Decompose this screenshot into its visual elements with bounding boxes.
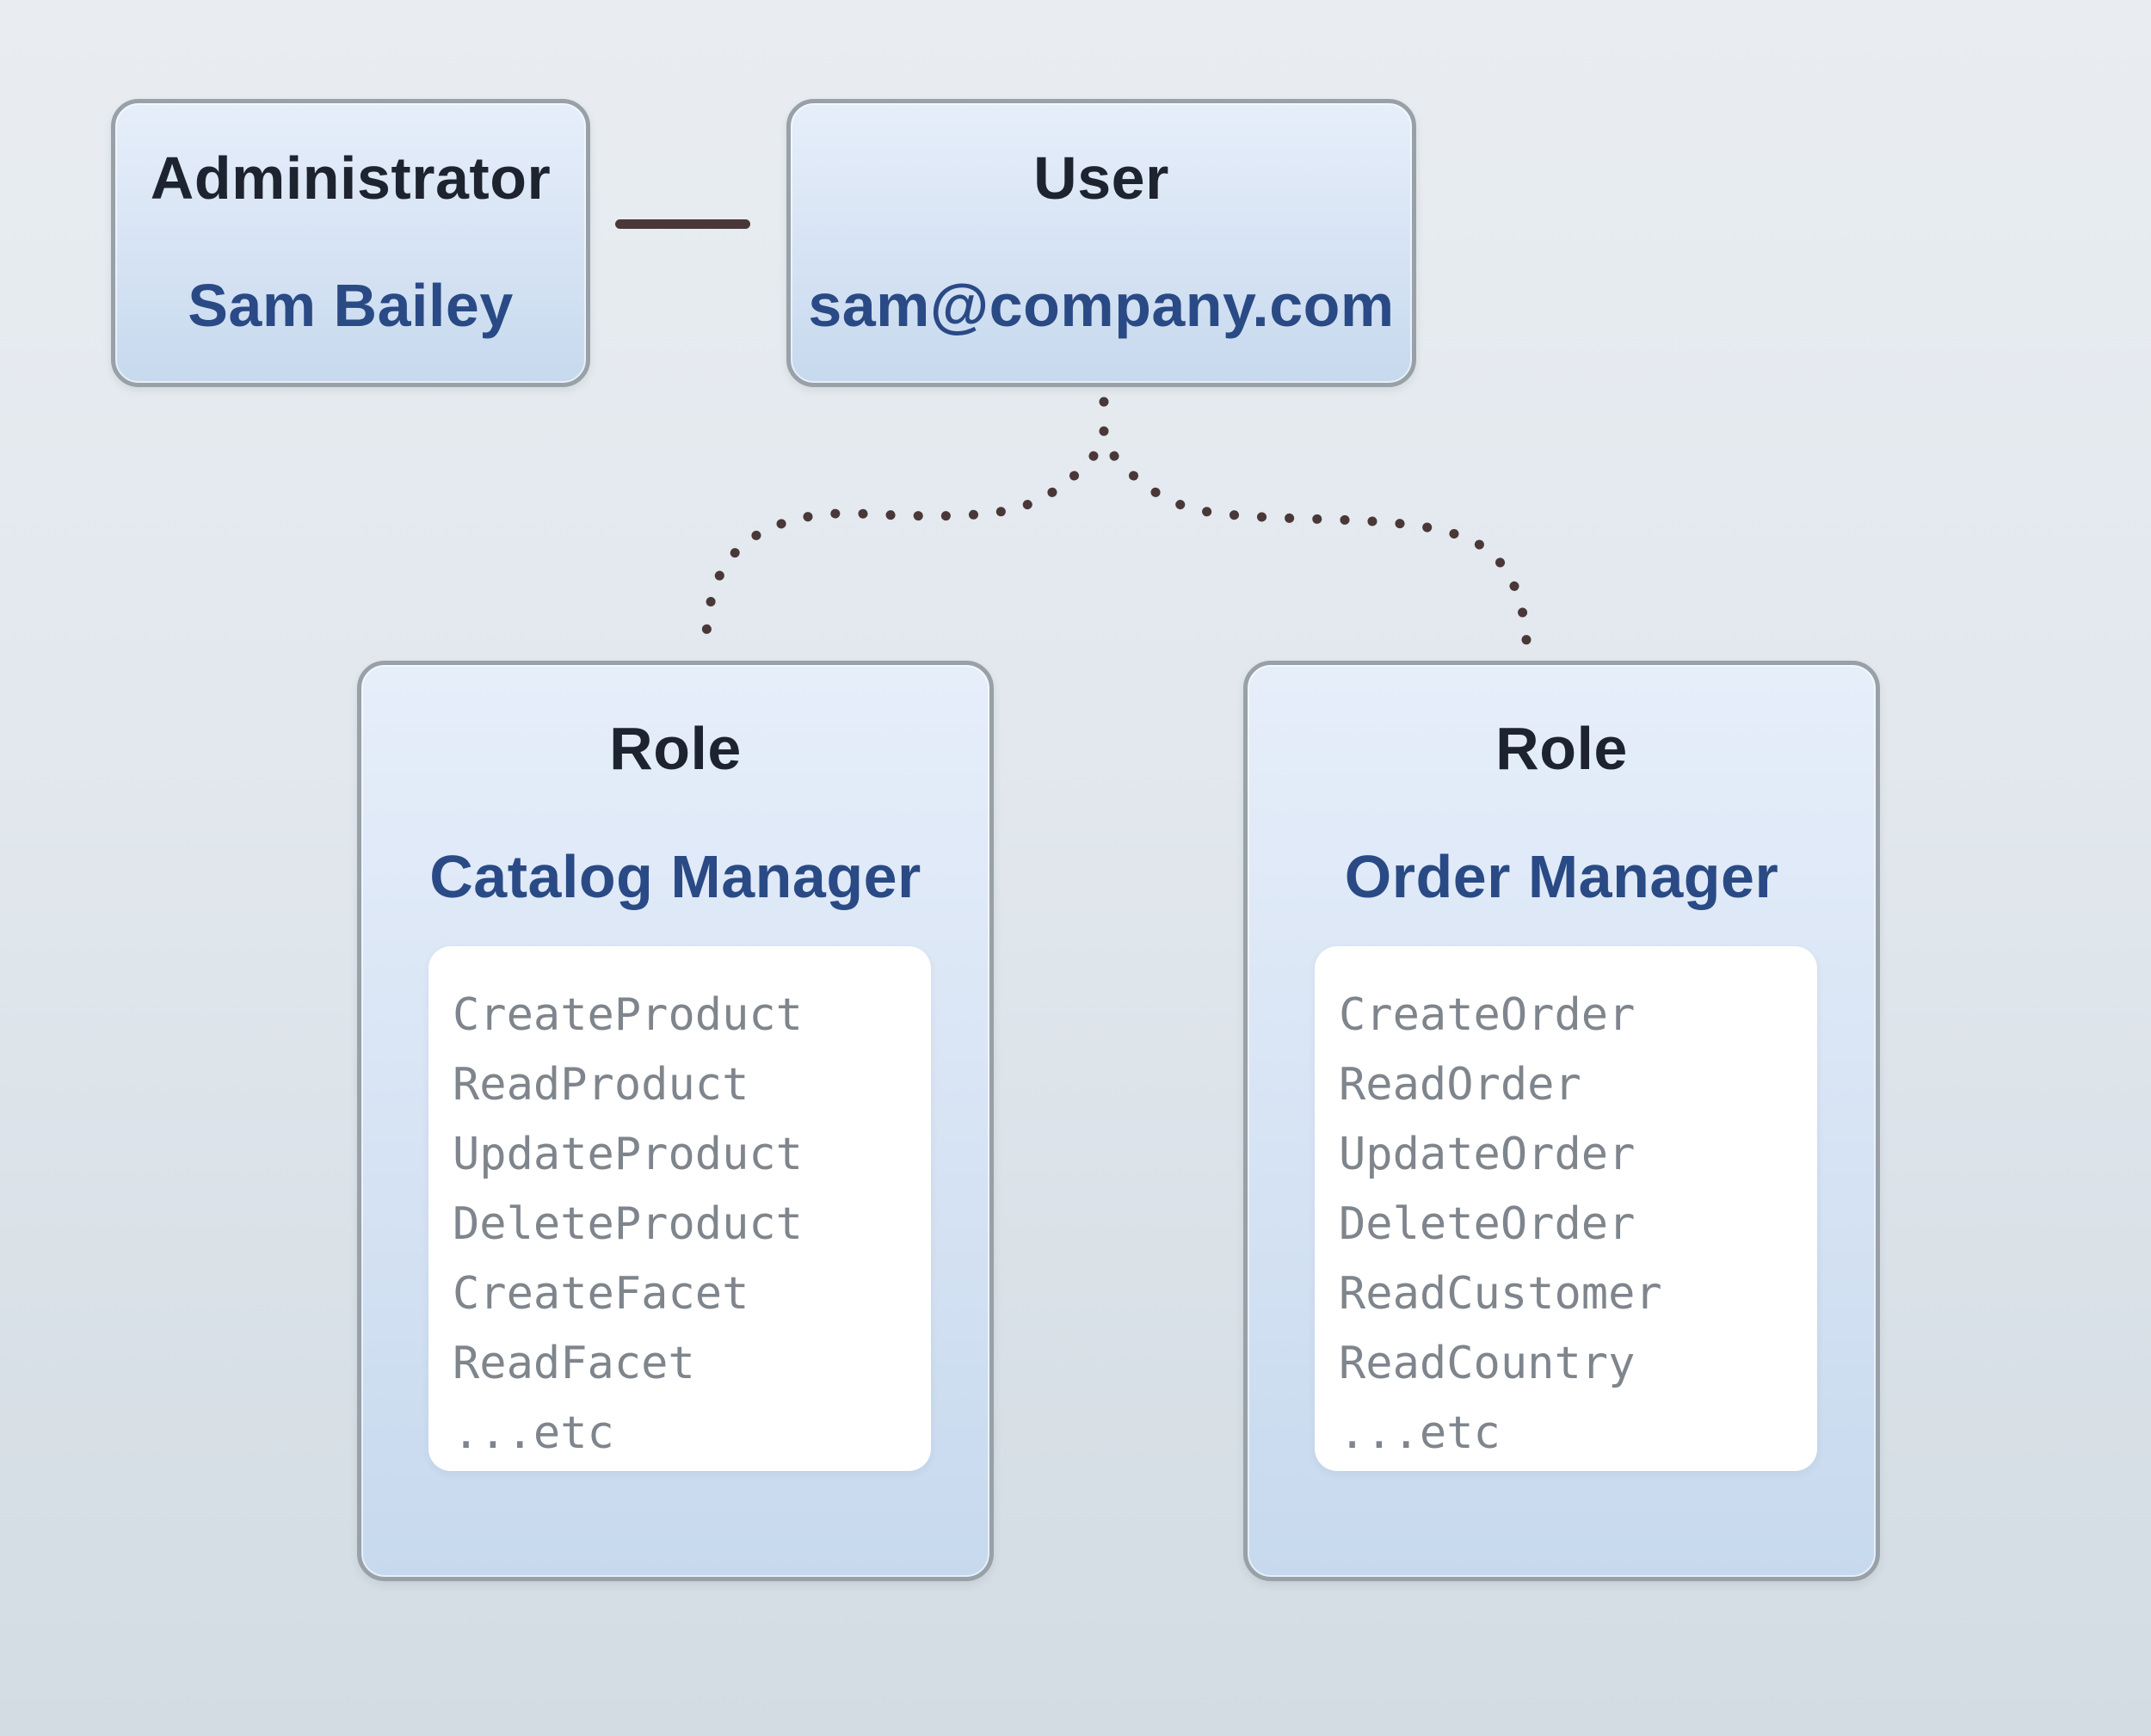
permission-item: DeleteProduct: [453, 1198, 803, 1250]
permission-item: ReadOrder: [1339, 1059, 1581, 1111]
user-email: sam@company.com: [808, 272, 1395, 339]
order-role-name: Order Manager: [1344, 843, 1779, 910]
permission-item: UpdateOrder: [1339, 1129, 1636, 1180]
admin-user-link-line: [615, 219, 750, 229]
catalog-role-title: Role: [609, 715, 742, 782]
permission-item: ReadProduct: [453, 1059, 749, 1111]
catalog-role-name: Catalog Manager: [429, 843, 921, 910]
user-title: User: [1033, 145, 1169, 212]
administrator-node: Administrator Sam Bailey: [111, 99, 590, 387]
user-node: User sam@company.com: [786, 99, 1416, 387]
permission-item: ReadCustomer: [1339, 1268, 1662, 1320]
permission-item: DeleteOrder: [1339, 1198, 1636, 1250]
permission-item: ReadFacet: [453, 1338, 695, 1389]
order-role-title: Role: [1495, 715, 1628, 782]
permission-item: CreateFacet: [453, 1268, 749, 1320]
permission-item: ReadCountry: [1339, 1338, 1636, 1389]
permission-item: UpdateProduct: [453, 1129, 803, 1180]
administrator-title: Administrator: [150, 145, 552, 212]
permission-item: CreateProduct: [453, 989, 803, 1041]
dotted-curve-to-catalog-role: [701, 451, 1099, 645]
administrator-name: Sam Bailey: [188, 272, 514, 339]
permission-item: ...etc: [1339, 1407, 1501, 1459]
permission-item: CreateOrder: [1339, 989, 1636, 1041]
dotted-curve-to-order-role: [1109, 451, 1532, 645]
permission-item: ...etc: [453, 1407, 614, 1459]
